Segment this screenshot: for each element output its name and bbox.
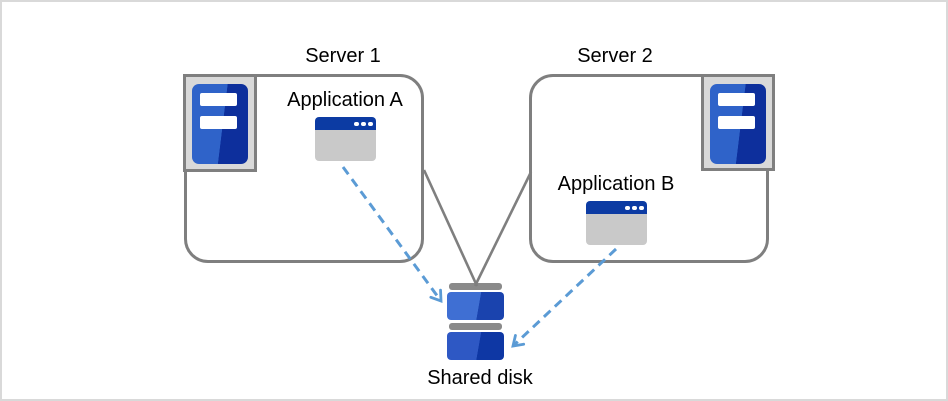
server1-title: Server 1 xyxy=(305,45,381,67)
application-b-label: Application B xyxy=(557,173,675,195)
application-a-window-icon xyxy=(315,117,376,161)
shared-disk-icon xyxy=(447,283,504,360)
application-b-window-icon xyxy=(586,201,647,245)
application-a-label: Application A xyxy=(287,89,403,111)
window-titlebar xyxy=(315,117,376,130)
disk-platter xyxy=(447,332,504,360)
window-titlebar xyxy=(586,201,647,214)
shared-disk-label: Shared disk xyxy=(427,367,533,389)
server2-title: Server 2 xyxy=(577,45,653,67)
disk-cap xyxy=(449,323,502,330)
window-body xyxy=(315,130,376,161)
server-slot xyxy=(718,93,755,106)
server-slot xyxy=(200,116,237,129)
window-body xyxy=(586,214,647,245)
server-tower-shape xyxy=(192,84,248,164)
server-slot xyxy=(200,93,237,106)
line-server1-to-disk xyxy=(422,169,479,287)
titlebar-dot-icon xyxy=(625,205,630,210)
disk-cap xyxy=(449,283,502,290)
titlebar-dot-icon xyxy=(639,205,644,210)
line-server2-to-disk xyxy=(473,171,533,287)
titlebar-dot-icon xyxy=(632,205,637,210)
titlebar-dot-icon xyxy=(354,121,359,126)
titlebar-dot-icon xyxy=(361,121,366,126)
server1-server-icon xyxy=(183,74,257,172)
arrow-app-b-to-disk xyxy=(511,247,618,348)
server-tower-shape xyxy=(710,84,766,164)
disk-platter xyxy=(447,292,504,320)
server-slot xyxy=(718,116,755,129)
server2-server-icon xyxy=(701,74,775,171)
titlebar-dot-icon xyxy=(368,121,373,126)
